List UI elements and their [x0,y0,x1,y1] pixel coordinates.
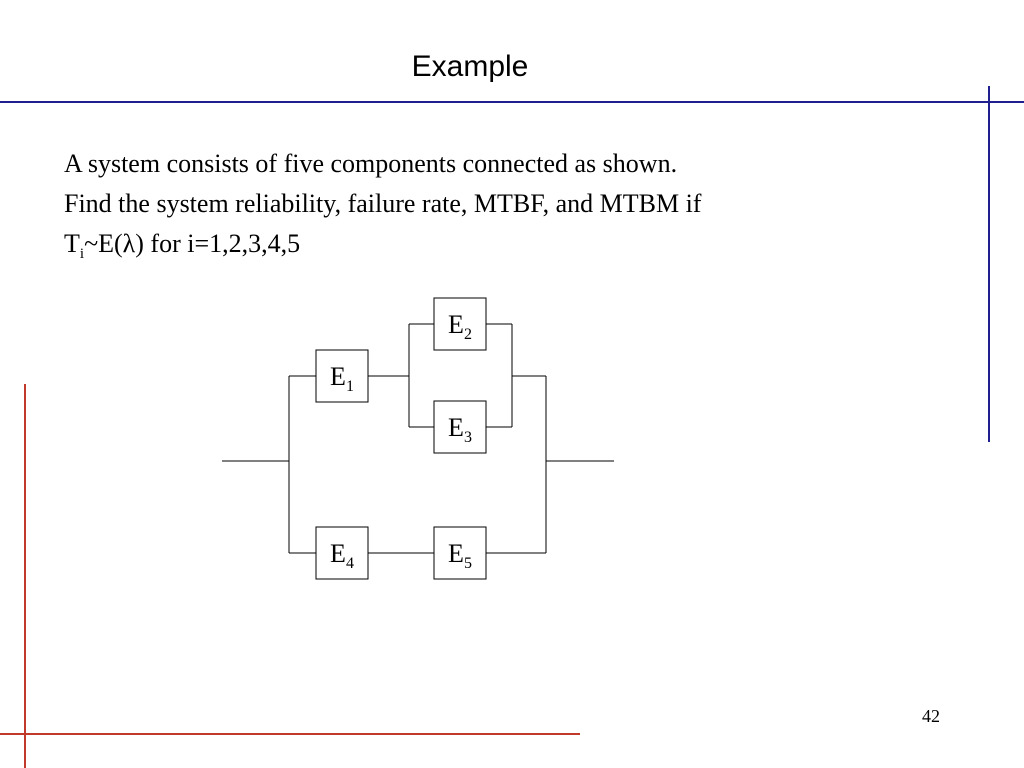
bottom-red-rule [0,733,580,735]
block-e2-letter: E [448,310,464,339]
page-number: 42 [922,706,940,726]
block-e4-letter: E [330,539,346,568]
top-blue-rule [0,101,1024,103]
block-e5-subscript: 5 [464,555,472,572]
svg-text:E5: E5 [448,539,472,572]
left-red-rule [24,384,26,768]
block-e1-letter: E [330,362,346,391]
block-e4-subscript: 4 [346,555,354,572]
slide-title: Example [411,50,529,83]
problem-line-3-suffix: ~E(λ) for i=1,2,3,4,5 [84,229,301,258]
block-e3: E3 [433,400,487,454]
problem-line-3: Ti~E(λ) for i=1,2,3,4,5 [64,224,944,274]
block-e2-subscript: 2 [464,326,472,343]
block-e3-letter: E [448,413,464,442]
block-e3-subscript: 3 [464,429,472,446]
svg-text:E2: E2 [448,310,472,343]
block-e4: E4 [315,526,369,580]
svg-text:E4: E4 [330,539,354,572]
problem-statement: A system consists of five components con… [64,144,944,274]
connection-wires [222,323,614,554]
svg-text:E3: E3 [448,413,472,446]
block-e2: E2 [433,297,487,351]
problem-line-3-subscript: i [79,246,85,263]
right-blue-rule [988,86,990,442]
problem-line-3-prefix: T [64,229,80,258]
block-e1-subscript: 1 [346,378,354,395]
block-e5: E5 [433,526,487,580]
svg-text:E1: E1 [330,362,354,395]
problem-line-2: Find the system reliability, failure rat… [64,189,702,218]
problem-line-1: A system consists of five components con… [64,149,678,178]
block-e1: E1 [315,349,369,403]
block-e5-letter: E [448,539,464,568]
